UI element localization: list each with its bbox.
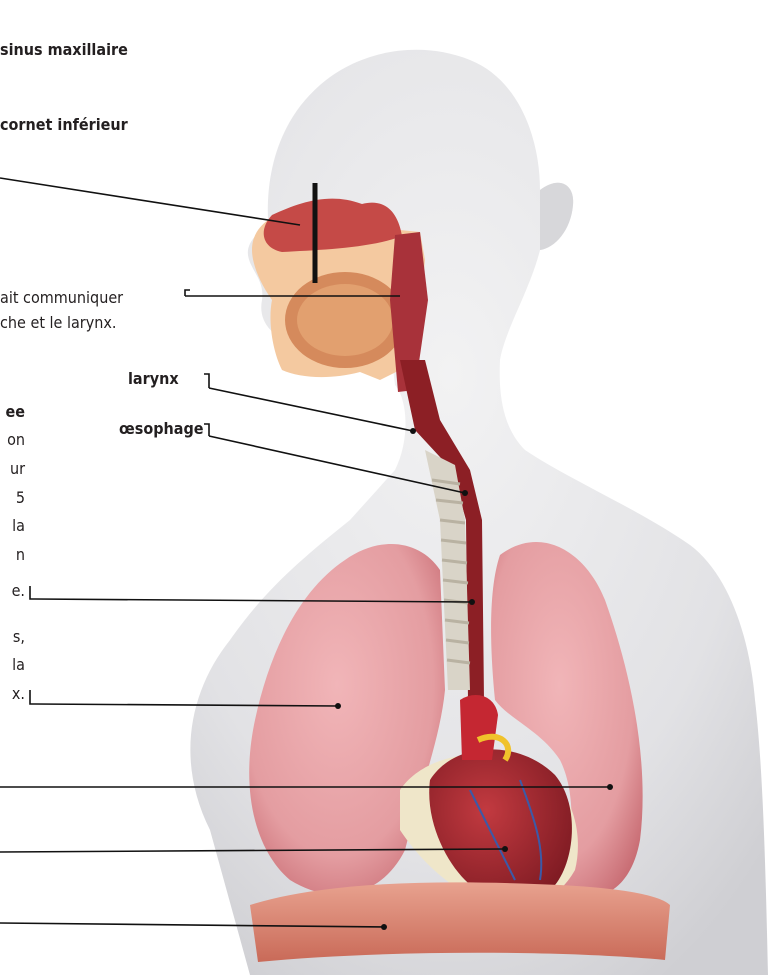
label-trachee-title: ee: [5, 399, 25, 424]
label-bronches-line: s,: [13, 624, 25, 649]
label-larynx: larynx: [128, 366, 179, 391]
label-pharynx-line1: ait communiquer: [0, 285, 123, 310]
label-trachee-line: la: [12, 513, 25, 538]
label-trachee-line: 5: [16, 485, 25, 510]
label-trachee-line: ur: [10, 456, 25, 481]
label-bronches-line: la: [12, 652, 25, 677]
label-trachee-line: n: [16, 542, 25, 567]
label-oesophage: œsophage: [119, 416, 204, 441]
label-pharynx-line2: che et le larynx.: [0, 310, 116, 335]
label-trachee-line: on: [7, 427, 25, 452]
label-sinus-maxillaire: sinus maxillaire: [0, 37, 128, 62]
label-trachee-line: e.: [12, 578, 25, 603]
label-bronches-line: x.: [12, 681, 25, 706]
label-cornet-inferieur: cornet inférieur: [0, 112, 128, 137]
diaphragm: [250, 882, 670, 962]
